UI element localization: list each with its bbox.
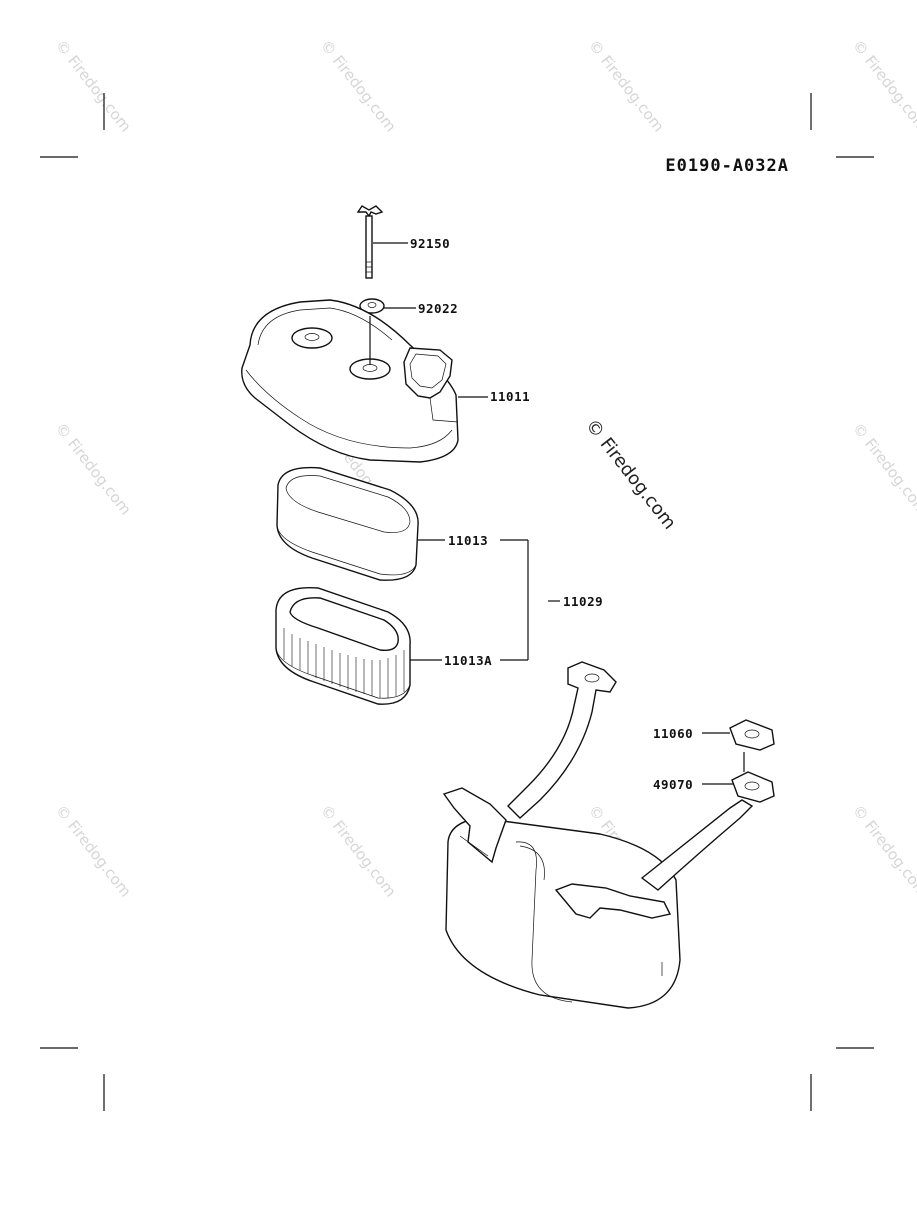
pre-cleaner-part: [276, 466, 445, 581]
watermark: © Firedog.com: [849, 36, 917, 135]
watermark: © Firedog.com: [317, 36, 400, 135]
watermark: © Firedog.com: [52, 419, 135, 518]
part-labels: 92150 92022 11011 11013 11029 11013A 110…: [410, 236, 693, 792]
wing-bolt-part: [356, 205, 408, 279]
watermark: © Firedog.com: [849, 801, 917, 900]
label-49070: 49070: [653, 777, 693, 792]
label-92022: 92022: [418, 301, 458, 316]
cover-part: [241, 299, 488, 463]
label-11013: 11013: [448, 533, 488, 548]
watermark: © Firedog.com: [585, 36, 668, 135]
label-92150: 92150: [410, 236, 450, 251]
filter-element-part: [275, 586, 442, 705]
watermark: © Firedog.com: [849, 419, 917, 518]
watermark: © Firedog.com: [317, 801, 400, 900]
label-11029: 11029: [563, 594, 603, 609]
muffler-part: [442, 661, 775, 1009]
label-11013A: 11013A: [444, 653, 492, 668]
washer-part: [359, 298, 416, 314]
diagram-code: E0190-A032A: [665, 156, 789, 176]
watermark: © Firedog.com: [52, 36, 135, 135]
assembly-bracket: [500, 539, 560, 661]
crop-marks: [40, 93, 874, 1111]
label-11060: 11060: [653, 726, 693, 741]
watermark-center: © Firedog.com: [581, 415, 680, 533]
watermark: © Firedog.com: [52, 801, 135, 900]
label-11011: 11011: [490, 389, 530, 404]
